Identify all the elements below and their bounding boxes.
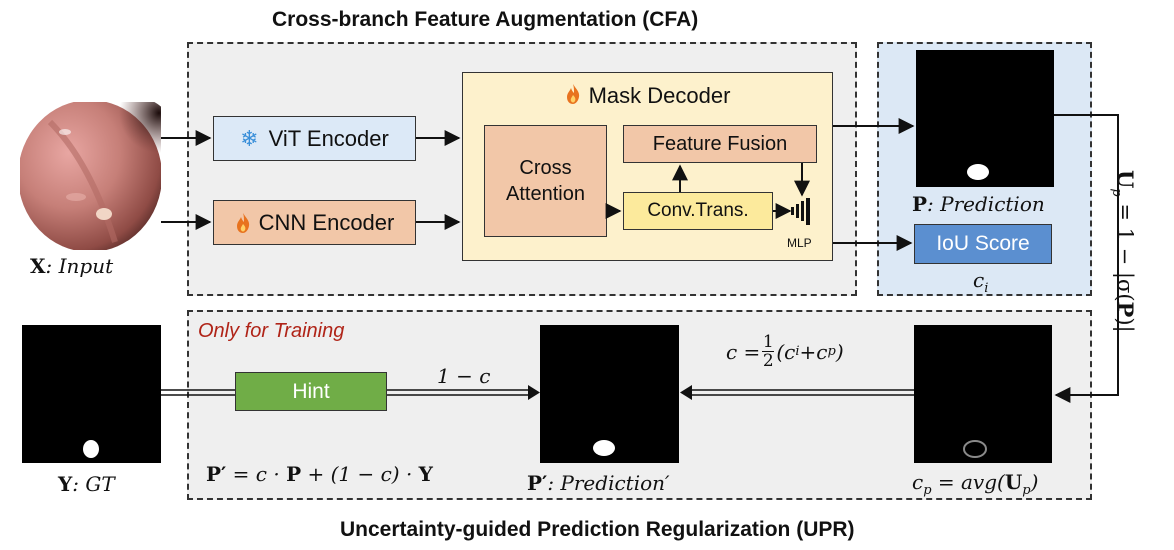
prediction-label: P: Prediction bbox=[912, 192, 1045, 216]
feature-fusion-label: Feature Fusion bbox=[652, 132, 788, 155]
arrowhead-from-uncertainty bbox=[680, 385, 692, 400]
flame-icon bbox=[566, 84, 579, 104]
cnn-encoder-block: CNN Encoder bbox=[213, 200, 416, 245]
ci-label: ci bbox=[973, 268, 989, 296]
only-training-label: Only for Training bbox=[198, 320, 345, 342]
snowflake-icon: ❄ bbox=[240, 125, 259, 151]
one-minus-c-label: 1 − c bbox=[437, 364, 491, 388]
input-label: X: Input bbox=[30, 254, 114, 278]
mlp-bars-icon bbox=[791, 198, 810, 225]
frac-denominator: 2 bbox=[762, 351, 774, 371]
conv-trans-label: Conv.Trans. bbox=[647, 200, 749, 221]
conv-trans-block: Conv.Trans. bbox=[623, 192, 773, 230]
iou-score-block: IoU Score bbox=[914, 224, 1052, 264]
prediction-image bbox=[916, 50, 1054, 187]
arrowhead-to-pprime bbox=[528, 385, 540, 400]
prediction-prime-label: P′: Prediction′ bbox=[527, 471, 670, 495]
prediction-prime-image bbox=[540, 325, 679, 463]
feature-fusion-block: Feature Fusion bbox=[623, 125, 817, 163]
iou-score-label: IoU Score bbox=[936, 232, 1030, 255]
pprime-formula: P′ = c · P + (1 − c) · Y bbox=[206, 462, 433, 486]
arrow-prediction-loop bbox=[1054, 114, 1119, 403]
mask-decoder-label: Mask Decoder bbox=[588, 83, 731, 108]
cfa-title: Cross-branch Feature Augmentation (CFA) bbox=[272, 8, 699, 31]
vit-encoder-label: ViT Encoder bbox=[268, 125, 389, 151]
hint-block: Hint bbox=[235, 372, 387, 411]
vit-encoder-block: ❄ ViT Encoder bbox=[213, 116, 416, 161]
cnn-encoder-label: CNN Encoder bbox=[258, 209, 395, 235]
cross-attention-line2: Attention bbox=[506, 183, 585, 205]
frac-numerator: 1 bbox=[762, 332, 774, 352]
cp-formula: cp = avg(Up) bbox=[912, 470, 1039, 498]
gt-label: Y: GT bbox=[58, 472, 115, 496]
uncertainty-image bbox=[914, 325, 1052, 463]
flame-icon bbox=[236, 212, 249, 233]
mlp-label: MLP bbox=[787, 236, 812, 250]
cross-attention-block: Cross Attention bbox=[484, 125, 607, 237]
cross-attention-line1: Cross bbox=[519, 157, 572, 179]
upr-title: Uncertainty-guided Prediction Regulariza… bbox=[340, 518, 855, 541]
input-image bbox=[20, 102, 161, 250]
hint-label: Hint bbox=[292, 379, 330, 403]
gt-image bbox=[22, 325, 161, 463]
